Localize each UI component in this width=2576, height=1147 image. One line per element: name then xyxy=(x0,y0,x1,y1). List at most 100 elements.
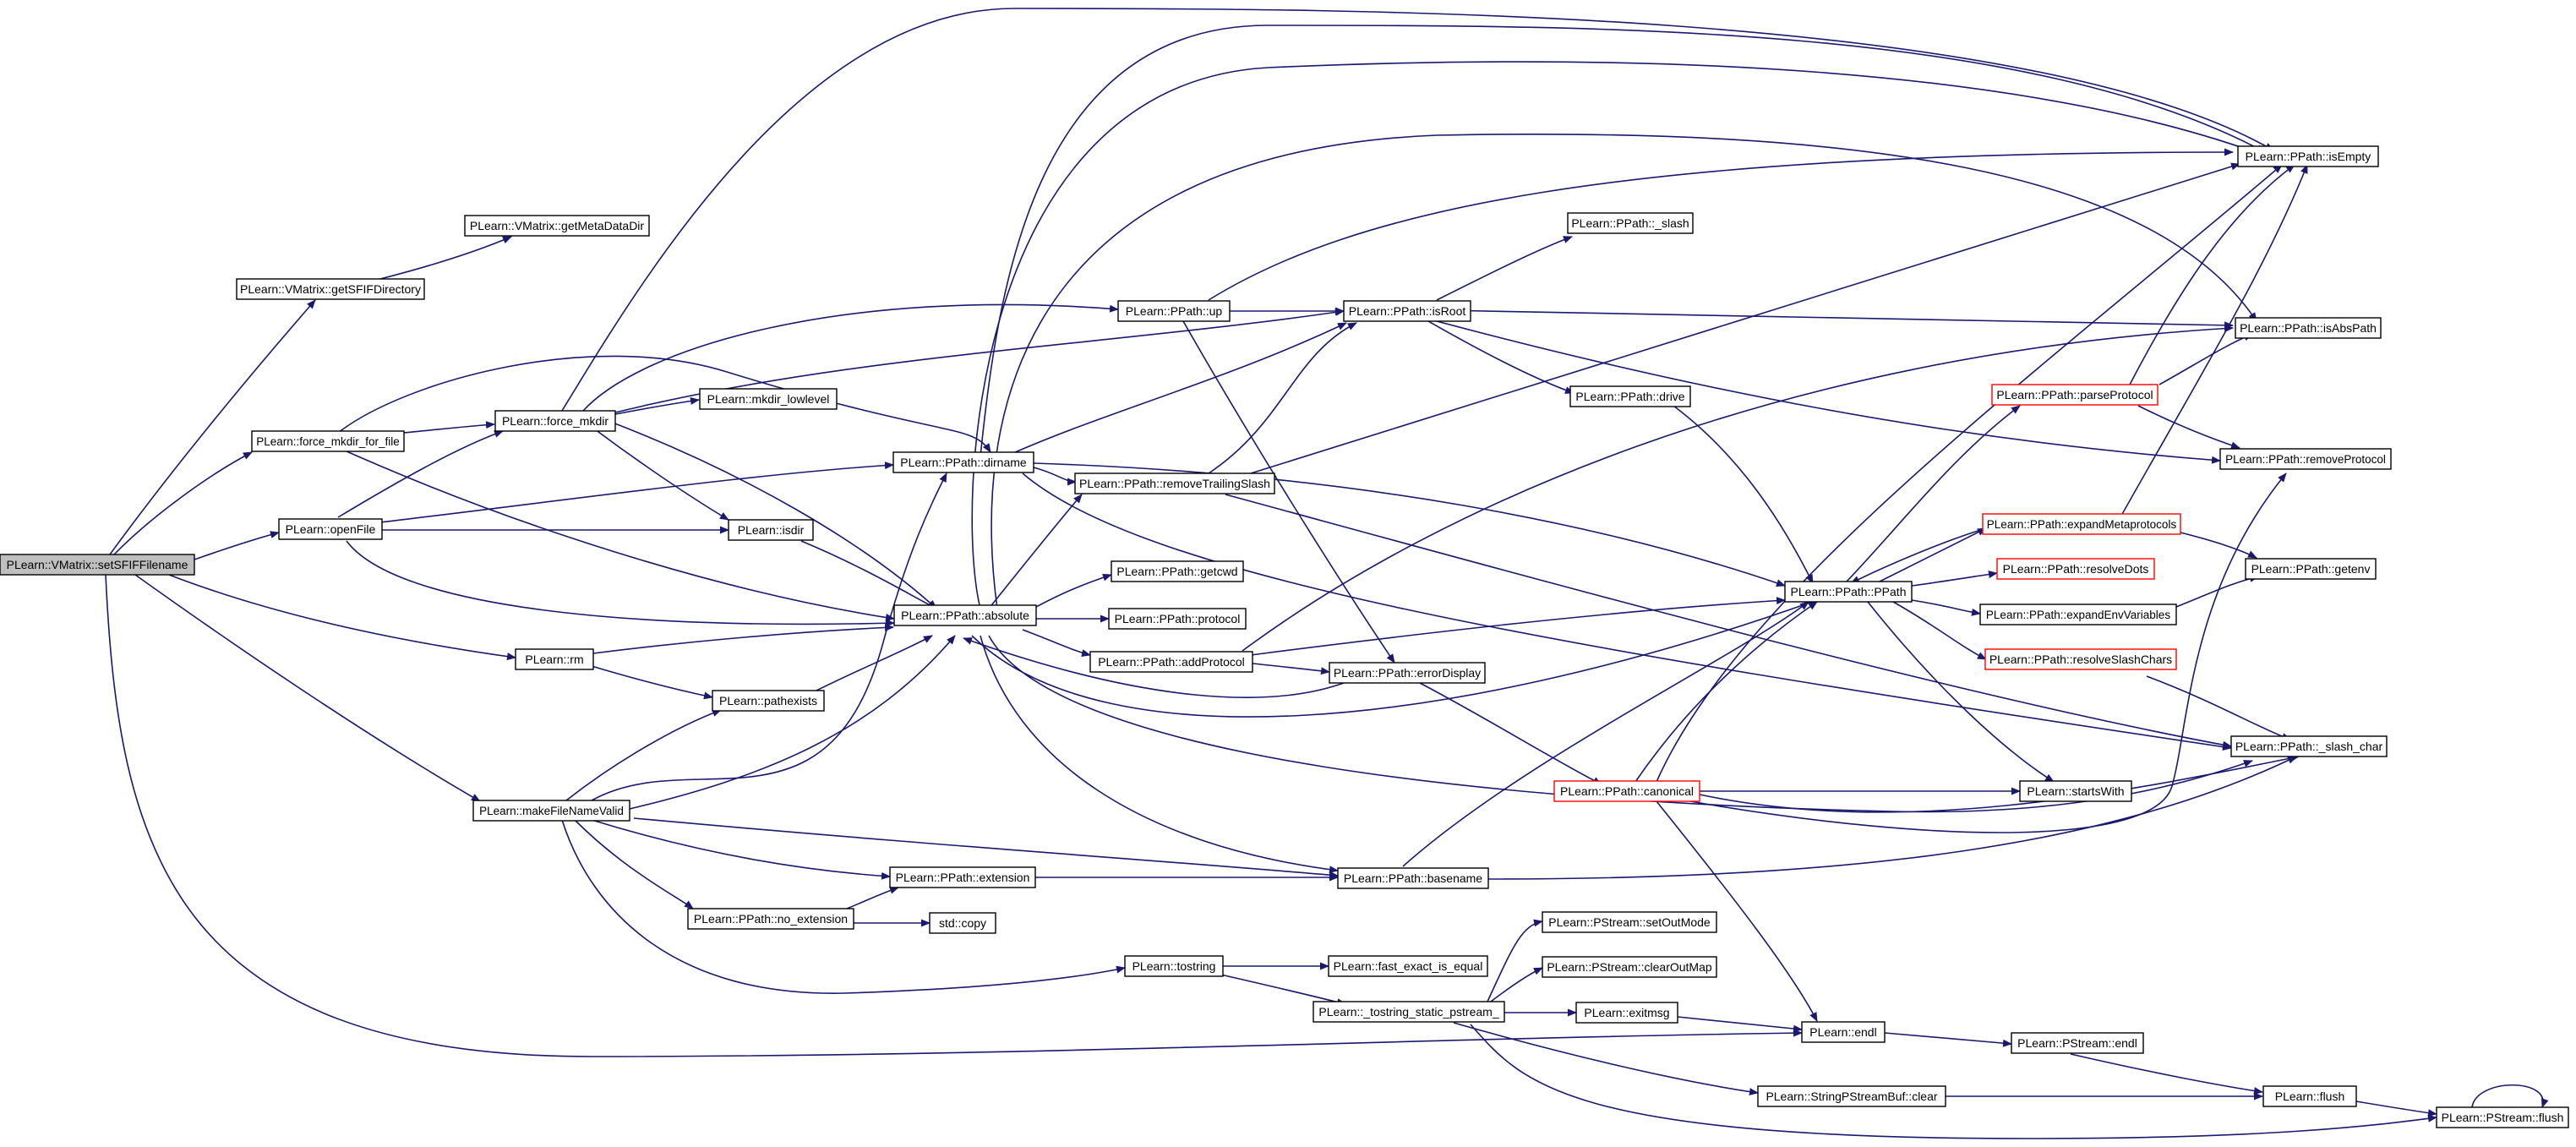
node-label: PLearn::PPath::errorDisplay xyxy=(1334,666,1481,680)
node-label: PLearn::PPath::expandEnvVariables xyxy=(1986,609,2170,621)
node-ppath-up[interactable]: PLearn::PPath::up xyxy=(1117,300,1231,322)
node-label: PLearn::PPath::basename xyxy=(1344,871,1482,885)
node-ppath-basename[interactable]: PLearn::PPath::basename xyxy=(1337,867,1489,889)
node-rm[interactable]: PLearn::rm xyxy=(515,648,594,670)
edge-isroot-drive xyxy=(1427,320,1575,394)
node-ppath-addprotocol[interactable]: PLearn::PPath::addProtocol xyxy=(1089,651,1253,673)
node-openfile[interactable]: PLearn::openFile xyxy=(278,518,383,540)
edge-ppath-expandmeta xyxy=(1875,527,1987,584)
node-tostring-static-pstream[interactable]: PLearn::_tostring_static_pstream_ xyxy=(1313,1001,1505,1023)
edge-ppath-resolveslash xyxy=(1892,601,1987,660)
edge-setsfif-makevalid xyxy=(134,574,481,802)
edge-makevalid-basename xyxy=(633,817,1339,879)
node-ppath-errordisplay[interactable]: PLearn::PPath::errorDisplay xyxy=(1329,662,1486,684)
node-pstream-endl[interactable]: PLearn::PStream::endl xyxy=(2011,1032,2144,1054)
node-isdir[interactable]: PLearn::isdir xyxy=(728,519,814,541)
node-endl[interactable]: PLearn::endl xyxy=(1801,1021,1886,1043)
node-label: PLearn::openFile xyxy=(286,522,376,536)
node-exitmsg[interactable]: PLearn::exitmsg xyxy=(1575,1002,1678,1024)
node-label: PLearn::PPath::no_extension xyxy=(694,912,848,926)
node-label: PLearn::VMatrix::getSFIFDirectory xyxy=(240,282,421,296)
node-label: PLearn::PStream::endl xyxy=(2017,1036,2137,1050)
node-force-mkdir[interactable]: PLearn::force_mkdir xyxy=(494,410,616,432)
node-ppath-getenv[interactable]: PLearn::PPath::getenv xyxy=(2245,558,2377,580)
node-mkdir-lowlevel[interactable]: PLearn::mkdir_lowlevel xyxy=(699,388,838,410)
node-pstream-setoutmode[interactable]: PLearn::PStream::setOutMode xyxy=(1542,911,1717,933)
edge-openfile-dirname xyxy=(379,462,894,523)
edge-addprotocol-isabspath xyxy=(1242,325,2234,652)
edge-absolute-basename xyxy=(980,635,1339,874)
node-tostring[interactable]: PLearn::tostring xyxy=(1124,955,1224,977)
node-label: PLearn::isdir xyxy=(738,523,805,537)
node-ppath-removetrailingslash[interactable]: PLearn::PPath::removeTrailingSlash xyxy=(1074,472,1275,494)
node-flush[interactable]: PLearn::flush xyxy=(2262,1085,2357,1107)
node-force-mkdir-for-file[interactable]: PLearn::force_mkdir_for_file xyxy=(251,430,405,452)
node-pathexists[interactable]: PLearn::pathexists xyxy=(712,690,825,712)
node-label: PLearn::PStream::clearOutMap xyxy=(1547,960,1712,974)
edge-isdir-absolute xyxy=(800,540,937,609)
edge-dirname-ppath xyxy=(1033,462,1786,587)
edge-forcemkdir-absolute xyxy=(612,422,937,609)
edge-ppath-expandenv xyxy=(1911,599,1981,616)
node-ppath-extension[interactable]: PLearn::PPath::extension xyxy=(889,866,1036,888)
node-label: PLearn::PStream::flush xyxy=(2442,1111,2564,1124)
node-ppath-dirname[interactable]: PLearn::PPath::dirname xyxy=(892,451,1034,473)
node-ppath-slash[interactable]: PLearn::PPath::_slash xyxy=(1567,212,1694,234)
edge-endl-pstreamendl xyxy=(1884,1032,2012,1047)
node-ppath-protocol[interactable]: PLearn::PPath::protocol xyxy=(1108,608,1247,630)
node-vmatrix-getsfifdirectory[interactable]: PLearn::VMatrix::getSFIFDirectory xyxy=(236,278,425,300)
node-ppath-drive[interactable]: PLearn::PPath::drive xyxy=(1569,385,1691,407)
node-ppath-resolvedots[interactable]: PLearn::PPath::resolveDots xyxy=(1996,558,2155,580)
node-label: PLearn::PStream::setOutMode xyxy=(1548,915,1711,929)
edge-expandmeta-isempty xyxy=(2120,164,2308,516)
node-ppath-absolute[interactable]: PLearn::PPath::absolute xyxy=(893,604,1037,626)
node-ppath-ppath[interactable]: PLearn::PPath::PPath xyxy=(1784,581,1913,603)
node-label: PLearn::PPath::extension xyxy=(896,871,1030,884)
node-vmatrix-getmetadatadir[interactable]: PLearn::VMatrix::getMetaDataDir xyxy=(464,215,650,237)
edge-isroot-removeprotocol xyxy=(1436,320,2221,464)
node-label: PLearn::mkdir_lowlevel xyxy=(707,392,830,406)
node-ppath-slash-char[interactable]: PLearn::PPath::_slash_char xyxy=(2230,735,2388,757)
edge-ppath-parseprotocol xyxy=(1846,405,2021,582)
node-ppath-canonical[interactable]: PLearn::PPath::canonical xyxy=(1553,780,1700,802)
node-pstream-flush[interactable]: PLearn::PStream::flush xyxy=(2436,1106,2569,1128)
node-ppath-getcwd[interactable]: PLearn::PPath::getcwd xyxy=(1111,560,1244,582)
edge-forcemkdir-isempty xyxy=(561,8,2274,412)
edge-pstreamendl-flush xyxy=(2070,1053,2263,1095)
node-label: std::copy xyxy=(939,916,986,930)
node-fast-exact-is-equal[interactable]: PLearn::fast_exact_is_equal xyxy=(1328,955,1488,977)
node-ppath-expandenvvariables[interactable]: PLearn::PPath::expandEnvVariables xyxy=(1979,604,2177,625)
edge-forcemkdir-isdir xyxy=(591,426,729,521)
node-label: PLearn::startsWith xyxy=(2027,784,2124,798)
function-nodes: PLearn::VMatrix::setSFIFFilename PLearn:… xyxy=(0,145,2569,1128)
node-std-copy[interactable]: std::copy xyxy=(929,912,996,934)
node-pstream-clearoutmap[interactable]: PLearn::PStream::clearOutMap xyxy=(1542,956,1717,978)
node-label: PLearn::_tostring_static_pstream_ xyxy=(1318,1005,1498,1019)
edge-expandmeta-ppath xyxy=(1850,527,1987,584)
edge-dirname-isroot xyxy=(1005,322,1347,457)
node-ppath-isabspath[interactable]: PLearn::PPath::isAbsPath xyxy=(2235,317,2382,339)
node-ppath-no-extension[interactable]: PLearn::PPath::no_extension xyxy=(687,908,854,930)
edge-setsfif-rm xyxy=(168,574,516,661)
node-vmatrix-setsfiffilename[interactable]: PLearn::VMatrix::setSFIFFilename xyxy=(0,554,195,576)
edge-absolute-ppath xyxy=(971,599,1818,718)
call-edges xyxy=(105,8,2549,1139)
node-ppath-isempty[interactable]: PLearn::PPath::isEmpty xyxy=(2237,145,2379,167)
edge-exitmsg-endl xyxy=(1677,1016,1803,1033)
node-ppath-resolveslashchars[interactable]: PLearn::PPath::resolveSlashChars xyxy=(1984,648,2177,670)
node-label: PLearn::StringPStreamBuf::clear xyxy=(1766,1090,1937,1103)
node-ppath-removeprotocol[interactable]: PLearn::PPath::removeProtocol xyxy=(2219,448,2392,470)
edge-up-errordisplay xyxy=(1182,320,1395,664)
node-ppath-parseprotocol[interactable]: PLearn::PPath::parseProtocol xyxy=(1991,384,2158,406)
edge-forcemkdir-mkdirlow xyxy=(614,397,700,415)
edge-static-setoutmode xyxy=(1487,919,1543,1002)
edge-makevalid-dirname xyxy=(591,472,947,801)
node-label: PLearn::PPath::getenv xyxy=(2251,562,2371,576)
edge-forcemkdirfile-forcemkdir xyxy=(403,421,495,434)
node-makefilenamevalid[interactable]: PLearn::makeFileNameValid xyxy=(472,800,630,822)
edge-makevalid-absolute xyxy=(629,635,956,810)
node-ppath-isroot[interactable]: PLearn::PPath::isRoot xyxy=(1343,300,1471,322)
node-startswith[interactable]: PLearn::startsWith xyxy=(2019,780,2132,802)
node-ppath-expandmetaprotocols[interactable]: PLearn::PPath::expandMetaprotocols xyxy=(1982,513,2181,535)
node-stringpstreambuf-clear[interactable]: PLearn::StringPStreamBuf::clear xyxy=(1757,1085,1946,1107)
